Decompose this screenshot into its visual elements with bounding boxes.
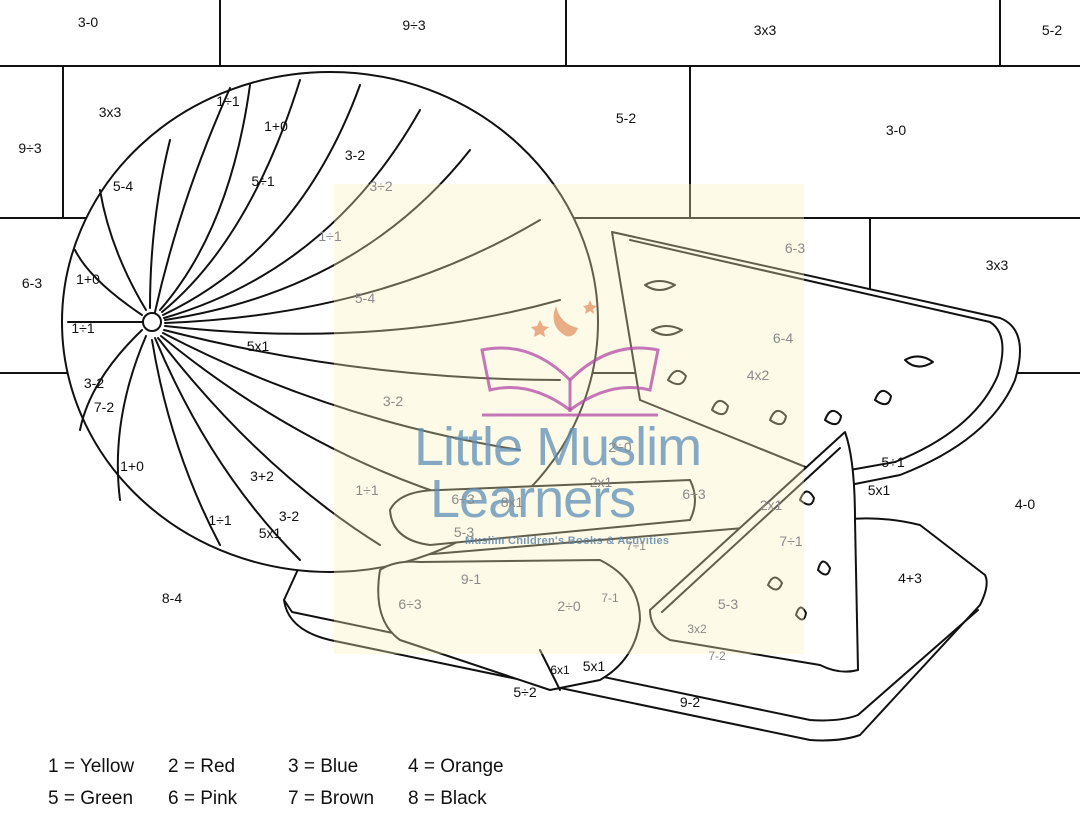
region-label: 1+0 [120,458,144,474]
region-label: 4+3 [898,570,922,586]
region-label: 5x1 [867,482,891,498]
region-label: 1÷1 [355,482,379,498]
region-label: 7÷1 [779,533,803,549]
legend-item: 6 = Pink [168,788,238,809]
watermark-title-line2: Learners [430,469,636,529]
region-label: 1÷1 [71,320,95,336]
region-label: 6-3 [784,240,806,256]
legend-item: 2 = Red [168,756,236,777]
region-label: 5÷1 [251,173,275,189]
region-label: 6-3 [21,275,43,291]
legend-item: 7 = Brown [288,788,375,809]
watermark-panel [334,184,804,654]
region-label: 9÷3 [18,140,42,156]
region-label: 7-1 [601,591,619,605]
region-label: 6÷3 [451,491,475,507]
front-slice-seeds [767,490,831,621]
region-label: 7-2 [708,649,726,663]
region-label: 6-4 [772,330,794,346]
region-label: 9-1 [460,571,482,587]
region-label: 3x2 [687,622,707,636]
region-label: 3x3 [985,257,1009,273]
region-label: 8x1 [500,494,524,510]
region-label: 1÷1 [208,512,232,528]
region-label: 5-2 [615,110,637,126]
region-label: 1÷1 [216,93,240,109]
region-label: 5-4 [354,290,376,306]
region-label: 8-4 [161,590,183,606]
region-label: 5÷1 [881,454,905,470]
region-label: 6÷3 [398,596,422,612]
region-label: 3-2 [382,393,404,409]
standing-slice [389,479,696,546]
region-label: 5x1 [582,658,606,674]
region-label: 3+2 [250,468,274,484]
region-label: 5-3 [717,596,739,612]
legend-item: 8 = Black [408,788,487,809]
legend-item: 4 = Orange [408,756,504,777]
region-label: 5-3 [453,524,475,540]
region-label: 2x1 [589,474,613,490]
region-label: 7÷1 [626,539,646,553]
large-slice-seeds [644,280,934,426]
region-label: 5x1 [246,338,270,354]
region-label: 4x2 [746,367,770,383]
watermark-tagline: Muslim Children's Books & Activities [465,535,670,547]
region-label: 5-4 [112,178,134,194]
region-label: 1+0 [264,118,288,134]
region-label: 6÷3 [682,486,706,502]
large-slice [611,231,1021,486]
region-label: 4-0 [1014,496,1036,512]
color-key-legend: 1 = Yellow 2 = Red 3 = Blue 4 = Orange 5… [48,756,548,810]
region-label: 7-2 [93,399,115,415]
watermark-title-line1: Little Muslim [414,417,702,477]
whole-watermelon [61,71,599,573]
region-label: 1+0 [76,271,100,287]
legend-item: 1 = Yellow [48,756,135,777]
region-label: 3-2 [83,375,105,391]
region-label: 3-2 [278,508,300,524]
region-label: 5÷2 [513,684,537,700]
region-label: 3-0 [885,122,907,138]
region-label: 3-2 [344,147,366,163]
region-label: 2÷0 [608,439,632,455]
region-label: 5x1 [258,525,282,541]
legend-item: 5 = Green [48,788,134,809]
open-book-logo-icon [480,300,660,417]
region-label: 2÷0 [557,598,581,614]
region-label: 9÷3 [402,17,426,33]
region-label: 6x1 [550,663,570,677]
region-label: 5-2 [1041,22,1063,38]
region-label: 3x3 [98,104,122,120]
region-label: 1÷1 [318,228,342,244]
region-label: 9-2 [679,694,701,710]
region-label: 3÷2 [369,178,393,194]
region-label: 3-0 [77,14,99,30]
region-label: 2x1 [759,497,783,513]
region-label: 3x3 [753,22,777,38]
small-slice [377,559,641,691]
legend-item: 3 = Blue [288,756,359,777]
